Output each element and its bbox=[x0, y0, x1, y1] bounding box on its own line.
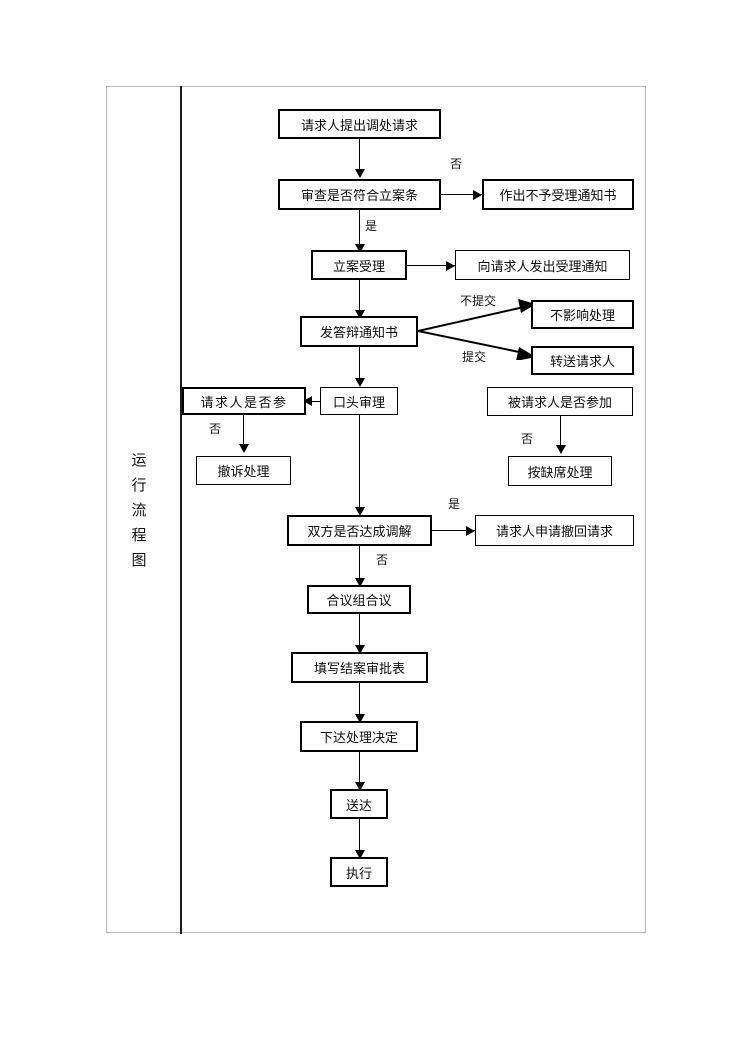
arrowhead-n14-n15 bbox=[466, 526, 475, 536]
vertical-page-title: 运 行 流 程 图 bbox=[122, 448, 156, 573]
node-service-of-document: 送达 bbox=[330, 789, 388, 819]
edge-n18-n19 bbox=[359, 752, 360, 788]
arrowhead-n19-n20 bbox=[355, 850, 365, 859]
edge-n4-n6 bbox=[359, 280, 360, 316]
edge-n10-n14 bbox=[359, 415, 360, 513]
arrowhead-n14-n16 bbox=[355, 578, 365, 587]
edge-n16-n17 bbox=[359, 614, 360, 652]
arrowhead-n17-n18 bbox=[355, 714, 365, 723]
edge-n14-n16 bbox=[359, 546, 360, 584]
vertical-title-char-4: 程 bbox=[131, 526, 147, 544]
node-respondent-attends: 被请求人是否参加 bbox=[487, 387, 633, 416]
vertical-title-char-5: 图 bbox=[131, 551, 147, 569]
edge-label-no-respondent: 否 bbox=[521, 432, 534, 446]
arrowhead-n9-n12 bbox=[239, 444, 249, 453]
arrowhead-n1-n2 bbox=[355, 169, 365, 178]
arrowhead-n11-n13 bbox=[556, 445, 566, 454]
arrowhead-n4-n6 bbox=[355, 310, 365, 319]
node-send-acceptance-notice: 向请求人发出受理通知 bbox=[455, 250, 630, 280]
node-applicant-withdraws: 请求人申请撤回请求 bbox=[475, 515, 634, 546]
edge-label-no-accept: 否 bbox=[450, 157, 463, 171]
vertical-title-char-1: 运 bbox=[131, 451, 147, 469]
edge-n10-n9 bbox=[305, 401, 321, 402]
arrowhead-n10-n14 bbox=[355, 507, 365, 516]
node-default-judgment-handling: 按缺席处理 bbox=[508, 456, 612, 486]
node-withdrawal-handling: 撤诉处理 bbox=[196, 456, 291, 485]
edge-n4-n5 bbox=[407, 265, 455, 266]
node-fill-closing-approval-form: 填写结案审批表 bbox=[291, 652, 428, 683]
edge-n19-n20 bbox=[359, 819, 360, 857]
edge-n2-n4 bbox=[359, 210, 360, 250]
node-forward-to-applicant: 转送请求人 bbox=[531, 346, 634, 375]
arrowhead-n10-n9 bbox=[303, 396, 312, 406]
edge-n6-n10 bbox=[359, 347, 360, 383]
arrowhead-n2-n3 bbox=[473, 190, 482, 200]
node-no-effect-on-handling: 不影响处理 bbox=[531, 300, 634, 329]
node-review-filing-conditions: 审查是否符合立案条 bbox=[278, 179, 441, 210]
edge-label-submit: 提交 bbox=[462, 350, 487, 364]
vertical-title-char-3: 流 bbox=[131, 501, 147, 519]
node-notice-of-non-acceptance: 作出不予受理通知书 bbox=[482, 179, 634, 210]
edge-label-no-mediation: 否 bbox=[376, 553, 389, 567]
edge-n9-n12 bbox=[243, 415, 244, 451]
edge-n2-n3 bbox=[441, 194, 482, 195]
edge-n17-n18 bbox=[359, 683, 360, 721]
edge-n11-n13 bbox=[560, 416, 561, 452]
node-issue-decision: 下达处理决定 bbox=[300, 721, 418, 752]
node-case-accepted: 立案受理 bbox=[311, 250, 407, 280]
arrowhead-n18-n19 bbox=[355, 782, 365, 791]
vertical-title-char-2: 行 bbox=[131, 476, 147, 494]
arrowhead-n6-n10 bbox=[355, 378, 365, 387]
edge-label-yes-accept: 是 bbox=[365, 219, 378, 233]
edge-n1-n2 bbox=[359, 139, 360, 175]
edge-label-no-applicant: 否 bbox=[209, 422, 222, 436]
node-enforcement: 执行 bbox=[330, 857, 388, 887]
node-oral-hearing: 口头审理 bbox=[320, 387, 398, 415]
edge-n14-n15 bbox=[432, 530, 475, 531]
node-request-submitted: 请求人提出调处请求 bbox=[278, 109, 441, 139]
node-applicant-attends: 请求人是否参 bbox=[182, 387, 306, 415]
node-issue-defense-notice: 发答辩通知书 bbox=[300, 316, 418, 347]
column-divider bbox=[180, 86, 182, 934]
arrowhead-n16-n17 bbox=[355, 645, 365, 654]
arrowhead-n4-n5 bbox=[446, 261, 455, 271]
arrowhead-n2-n4 bbox=[355, 244, 365, 253]
edge-label-yes-mediation: 是 bbox=[448, 497, 461, 511]
node-collegial-panel-discussion: 合议组合议 bbox=[307, 585, 411, 614]
edge-label-not-submit: 不提交 bbox=[460, 294, 497, 308]
page-frame bbox=[106, 86, 646, 933]
node-mediation-reached: 双方是否达成调解 bbox=[287, 515, 432, 546]
